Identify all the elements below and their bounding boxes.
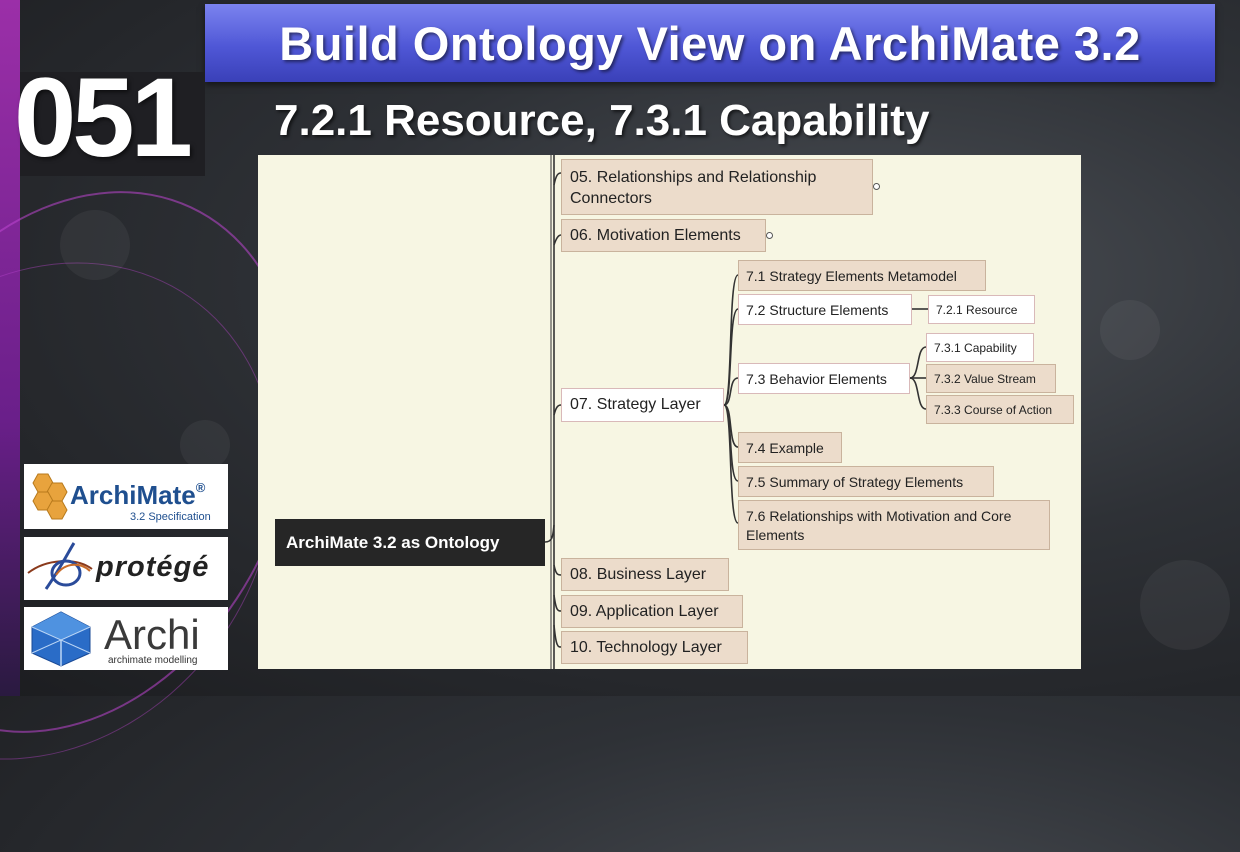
mindmap-node-7-4[interactable]: 7.4 Example <box>738 432 842 463</box>
honeycomb-icon <box>32 473 68 520</box>
slide-subtitle: 7.2.1 Resource, 7.3.1 Capability <box>274 96 930 145</box>
mindmap-connectors <box>544 155 928 669</box>
bokeh-decoration <box>1140 560 1230 650</box>
mindmap-node-7-3-2[interactable]: 7.3.2 Value Stream <box>926 364 1056 393</box>
mindmap-node-07[interactable]: 07. Strategy Layer <box>561 388 724 422</box>
mindmap-node-7-2-1[interactable]: 7.2.1 Resource <box>928 295 1035 324</box>
mindmap-node-7-1[interactable]: 7.1 Strategy Elements Metamodel <box>738 260 986 291</box>
mindmap-node-7-6[interactable]: 7.6 Relationships with Motivation and Co… <box>738 500 1050 550</box>
protege-logo-text: protégé <box>96 551 210 583</box>
bokeh-decoration <box>1100 300 1160 360</box>
archi-tagline: archimate modelling <box>108 655 198 666</box>
archi-cube-icon <box>31 611 91 667</box>
mindmap-root-node[interactable]: ArchiMate 3.2 as Ontology <box>275 519 545 566</box>
mindmap-node-10[interactable]: 10. Technology Layer <box>561 631 748 664</box>
mindmap-node-7-3-1[interactable]: 7.3.1 Capability <box>926 333 1034 362</box>
mindmap-canvas[interactable]: 05. Relationships and Relationship Conne… <box>258 155 1081 669</box>
archimate-spec-label: 3.2 Specification <box>130 511 211 523</box>
bokeh-decoration <box>60 210 130 280</box>
mindmap-node-09[interactable]: 09. Application Layer <box>561 595 743 628</box>
collapse-toggle-icon[interactable] <box>873 183 880 190</box>
mindmap-node-7-2[interactable]: 7.2 Structure Elements <box>738 294 912 325</box>
protege-logo: protégé <box>24 537 228 600</box>
episode-badge <box>20 72 205 176</box>
archi-logo: Archi archimate modelling <box>24 607 228 670</box>
mindmap-node-7-3-3[interactable]: 7.3.3 Course of Action <box>926 395 1074 424</box>
slide-title: Build Ontology View on ArchiMate 3.2 <box>279 16 1141 70</box>
protege-swirl-icon <box>27 542 93 590</box>
bokeh-decoration <box>180 420 230 470</box>
collapse-toggle-icon[interactable] <box>766 232 773 239</box>
archimate-logo-text: ArchiMate <box>70 480 196 510</box>
title-banner: Build Ontology View on ArchiMate 3.2 <box>205 4 1215 82</box>
mindmap-node-7-3[interactable]: 7.3 Behavior Elements <box>738 363 910 394</box>
episode-number: 051 <box>14 55 193 180</box>
mindmap-node-06[interactable]: 06. Motivation Elements <box>561 219 766 252</box>
mindmap-node-08[interactable]: 08. Business Layer <box>561 558 729 591</box>
mindmap-node-7-5[interactable]: 7.5 Summary of Strategy Elements <box>738 466 994 497</box>
archimate-logo: ArchiMate® 3.2 Specification <box>24 464 228 529</box>
registered-mark: ® <box>195 480 206 495</box>
purple-side-band <box>0 0 20 696</box>
archi-logo-text: Archi <box>104 611 200 658</box>
mindmap-node-05[interactable]: 05. Relationships and Relationship Conne… <box>561 159 873 215</box>
